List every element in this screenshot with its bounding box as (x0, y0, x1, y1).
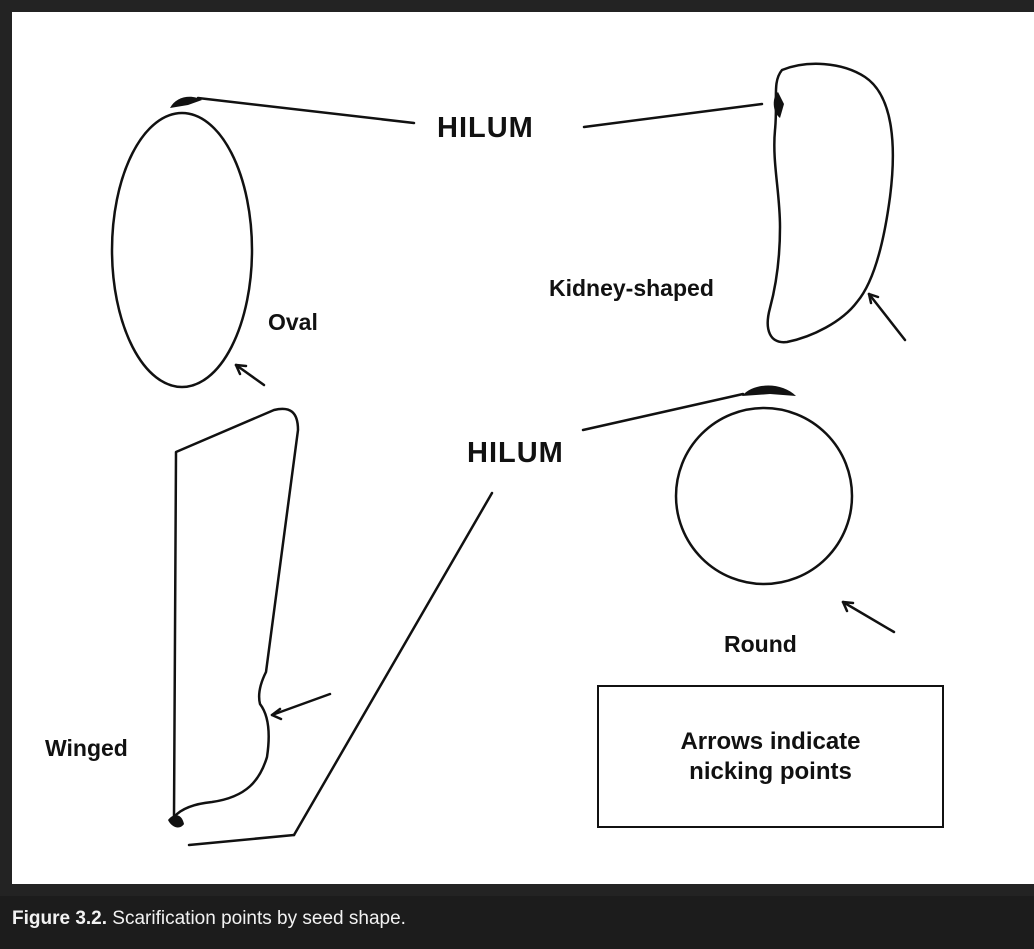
hilum-line-winged (294, 493, 492, 835)
kidney-shaped-label: Kidney-shaped (549, 275, 714, 302)
arrow-kidney (869, 294, 905, 340)
arrow-winged (272, 694, 330, 715)
figure-number: Figure 3.2. (12, 908, 107, 929)
hilum-line-kidney (584, 104, 762, 127)
winged-label: Winged (45, 735, 128, 762)
hilum-mark-winged (168, 815, 184, 827)
oval-seed (112, 113, 252, 387)
caption-text: Scarification points by seed shape. (107, 908, 406, 929)
hilum-line-round (583, 394, 743, 430)
hilum-label-top: HILUM (437, 112, 534, 145)
hilum-mark-oval (170, 97, 202, 108)
figure-panel: HILUM HILUM Oval Kidney-shaped Round Win… (12, 12, 1034, 884)
hilum-line-winged-base (189, 835, 294, 845)
winged-seed (174, 409, 298, 817)
figure-caption: Figure 3.2. Scarification points by seed… (12, 908, 406, 930)
nicking-arrows (236, 294, 905, 719)
arrow-round (843, 602, 894, 632)
round-label: Round (724, 631, 797, 658)
hilum-mark-round (742, 386, 796, 397)
round-seed (676, 408, 852, 584)
caption-bar: Figure 3.2. Scarification points by seed… (0, 896, 1034, 949)
oval-label: Oval (268, 309, 318, 336)
hilum-line-oval (198, 98, 414, 123)
hilum-label-middle: HILUM (467, 437, 564, 470)
legend-text: Arrows indicate nicking points (680, 727, 860, 787)
legend-box: Arrows indicate nicking points (597, 685, 944, 828)
